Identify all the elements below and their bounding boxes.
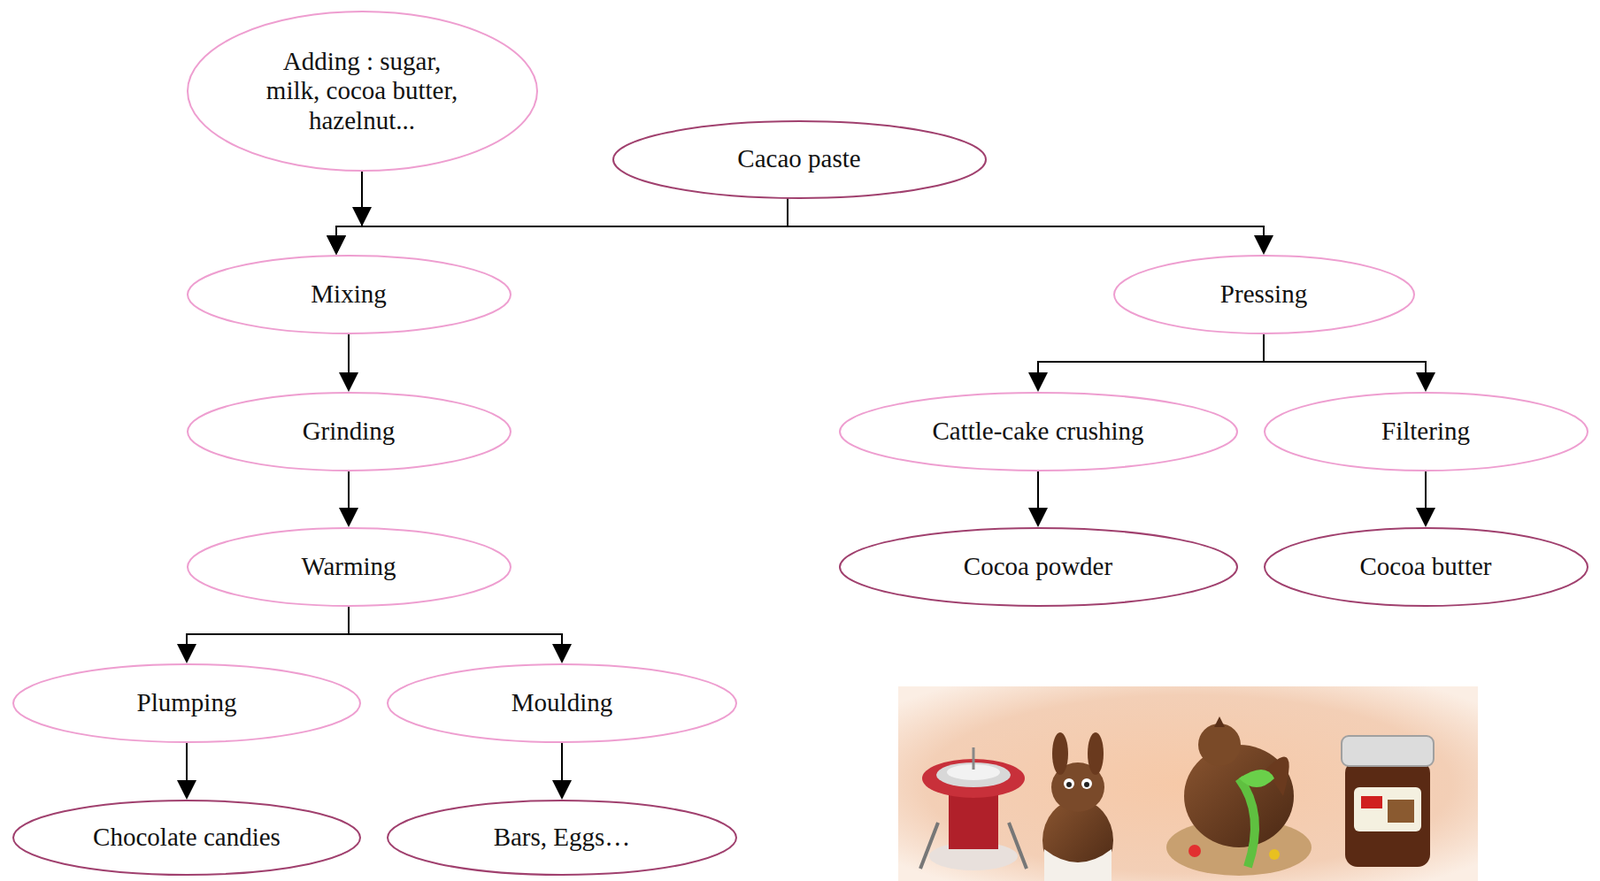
node-label: Moulding	[511, 688, 613, 718]
process-ellipse: Grinding	[186, 392, 512, 472]
process-ellipse: Plumping	[12, 663, 362, 744]
process-ellipse: Cocoa powder	[838, 527, 1239, 608]
node-label: Cacao paste	[737, 144, 861, 174]
flow-arrow	[1263, 334, 1436, 393]
flow-arrow	[326, 171, 362, 255]
process-ellipse: Pressing	[1113, 254, 1416, 335]
node-label: Cocoa butter	[1360, 552, 1493, 582]
flow-arrow	[176, 743, 197, 800]
flow-arrow	[1028, 334, 1264, 393]
node-label: Cattle-cake crushing	[931, 416, 1144, 447]
node-label: Adding : sugar, milk, cocoa butter, haze…	[258, 46, 467, 136]
flow-arrow	[338, 471, 359, 528]
flow-arrow	[326, 198, 788, 255]
process-ellipse: Filtering	[1263, 392, 1589, 472]
flow-arrow	[176, 607, 349, 664]
process-ellipse: Cocoa butter	[1263, 527, 1589, 608]
process-ellipse: Cacao paste	[612, 120, 987, 200]
node-label: Warming	[300, 552, 396, 582]
flow-arrow	[552, 743, 572, 800]
flow-arrow	[1415, 471, 1436, 528]
node-label: Cocoa powder	[963, 552, 1113, 582]
node-label: Bars, Eggs…	[493, 823, 631, 853]
flow-arrow	[787, 198, 1274, 255]
node-label: Pressing	[1220, 279, 1308, 309]
node-label: Mixing	[310, 279, 386, 309]
process-ellipse: Adding : sugar, milk, cocoa butter, haze…	[186, 10, 539, 172]
node-label: Chocolate candies	[92, 823, 281, 853]
node-label: Filtering	[1381, 416, 1470, 447]
process-ellipse: Bars, Eggs…	[386, 800, 738, 877]
process-ellipse: Cattle-cake crushing	[838, 392, 1239, 472]
node-label: Plumping	[137, 688, 238, 718]
process-ellipse: Moulding	[386, 663, 738, 744]
process-ellipse: Warming	[186, 527, 512, 608]
flow-arrow	[348, 607, 572, 664]
process-ellipse: Mixing	[186, 254, 512, 335]
process-ellipse: Chocolate candies	[12, 800, 362, 877]
node-label: Grinding	[302, 416, 396, 447]
flow-arrow	[338, 334, 359, 393]
flow-arrow	[1028, 471, 1048, 528]
